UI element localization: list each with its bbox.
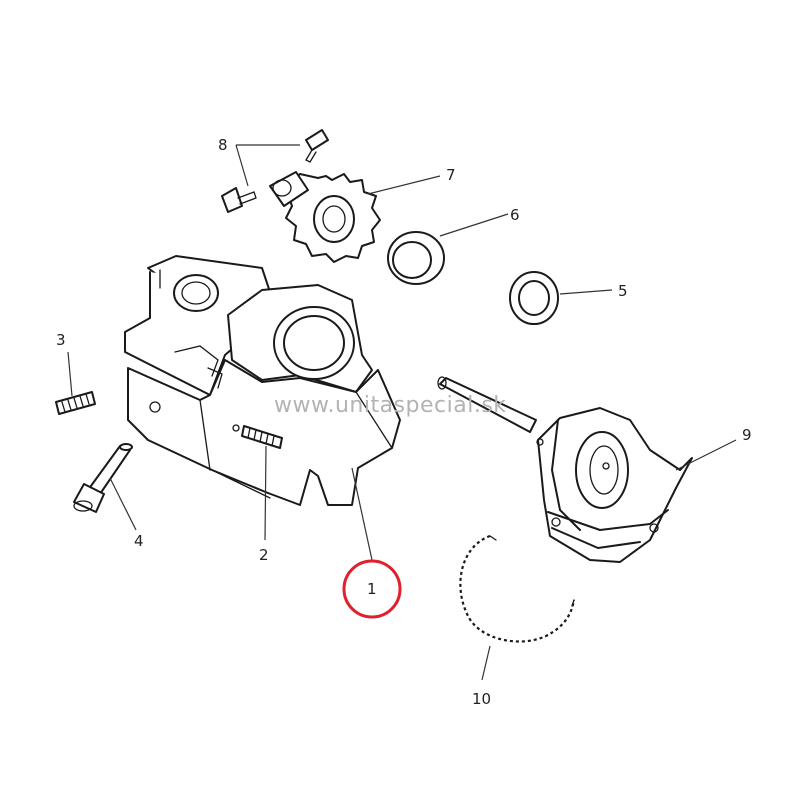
callout-label-7: 7 [446, 166, 456, 184]
callout-label-10: 10 [472, 690, 491, 708]
watermark-text: www.unitaspecial.sk [274, 393, 507, 418]
callout-label-9: 9 [742, 426, 752, 444]
callout-label-4: 4 [134, 532, 144, 550]
callout-label-1: 1 [367, 580, 377, 598]
part-10-spring [459, 534, 576, 681]
callout-label-6: 6 [510, 206, 520, 224]
callout-label-8: 8 [218, 136, 228, 154]
part-8-screws [221, 129, 329, 213]
highlight-circle [342, 559, 402, 619]
part-3-screw [55, 351, 96, 415]
part-6-bushing [387, 213, 509, 285]
callout-label-3: 3 [56, 331, 66, 349]
part-7-gear [269, 171, 441, 263]
part-2-screw [241, 425, 283, 541]
callout-label-5: 5 [618, 282, 628, 300]
part-5-bushing [509, 271, 613, 325]
part-1-housing [124, 255, 401, 506]
part-9-hook [437, 376, 737, 563]
part-4-pin [73, 443, 137, 531]
callout-label-2: 2 [259, 546, 269, 564]
